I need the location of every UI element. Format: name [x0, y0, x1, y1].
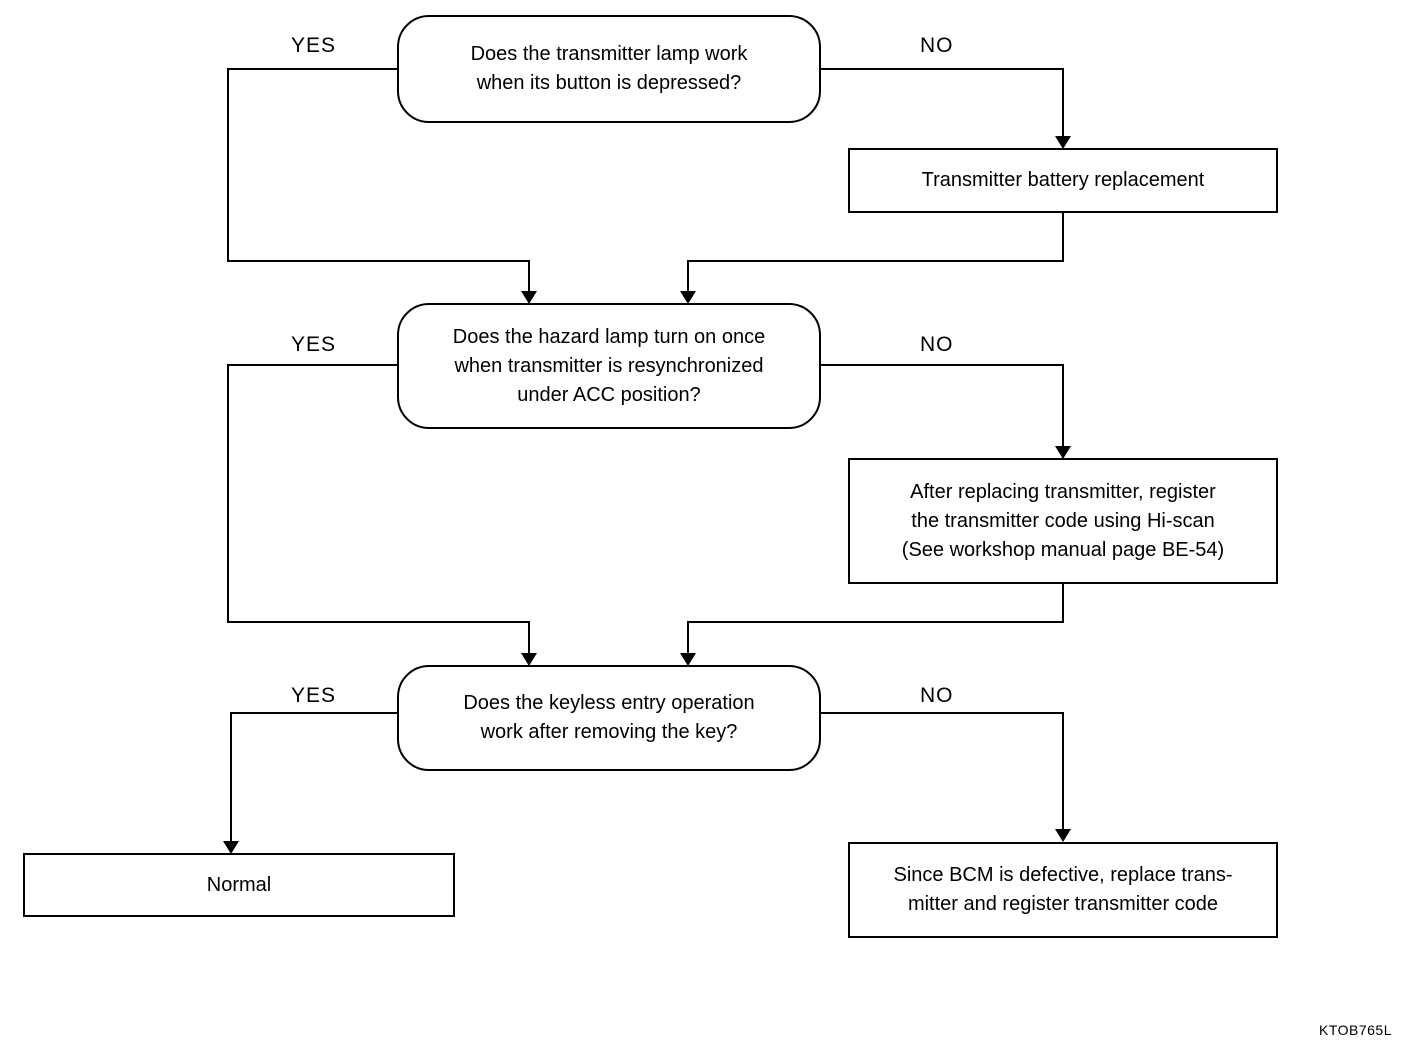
edge-label-yes-2: YES	[291, 333, 337, 356]
connector-line	[687, 621, 689, 654]
action-battery-replacement: Transmitter battery replacement	[848, 148, 1278, 213]
figure-code: KTOB765L	[1318, 1022, 1392, 1038]
connector-line	[687, 621, 1064, 623]
connector-line	[1062, 712, 1064, 831]
action-register-transmitter-code: After replacing transmitter, register th…	[848, 458, 1278, 584]
connector-line	[227, 260, 530, 262]
decision-hazard-lamp-resync: Does the hazard lamp turn on once when t…	[397, 303, 821, 429]
arrowhead-down-icon	[1055, 136, 1071, 149]
decision-keyless-entry-operation: Does the keyless entry operation work af…	[397, 665, 821, 771]
connector-line	[821, 712, 1064, 714]
connector-line	[230, 712, 399, 714]
connector-line	[528, 621, 530, 654]
connector-line	[687, 260, 1064, 262]
connector-line	[1062, 584, 1064, 623]
connector-line	[1062, 68, 1064, 138]
connector-line	[227, 68, 399, 70]
connector-line	[1062, 364, 1064, 448]
arrowhead-down-icon	[1055, 829, 1071, 842]
arrowhead-down-icon	[680, 653, 696, 666]
edge-label-yes-1: YES	[291, 34, 337, 57]
arrowhead-down-icon	[521, 653, 537, 666]
connector-line	[227, 68, 229, 262]
connector-line	[227, 364, 229, 623]
connector-line	[821, 364, 1064, 366]
arrowhead-down-icon	[223, 841, 239, 854]
connector-line	[227, 621, 530, 623]
connector-line	[821, 68, 1064, 70]
decision-transmitter-lamp: Does the transmitter lamp work when its …	[397, 15, 821, 123]
connector-line	[687, 260, 689, 293]
edge-label-no-2: NO	[920, 333, 954, 356]
connector-line	[230, 712, 232, 843]
arrowhead-down-icon	[680, 291, 696, 304]
edge-label-yes-3: YES	[291, 684, 337, 707]
action-replace-bcm-transmitter: Since BCM is defective, replace trans- m…	[848, 842, 1278, 938]
connector-line	[1062, 213, 1064, 262]
arrowhead-down-icon	[1055, 446, 1071, 459]
edge-label-no-1: NO	[920, 34, 954, 57]
connector-line	[227, 364, 399, 366]
connector-line	[528, 260, 530, 293]
arrowhead-down-icon	[521, 291, 537, 304]
action-normal-result: Normal	[23, 853, 455, 917]
edge-label-no-3: NO	[920, 684, 954, 707]
